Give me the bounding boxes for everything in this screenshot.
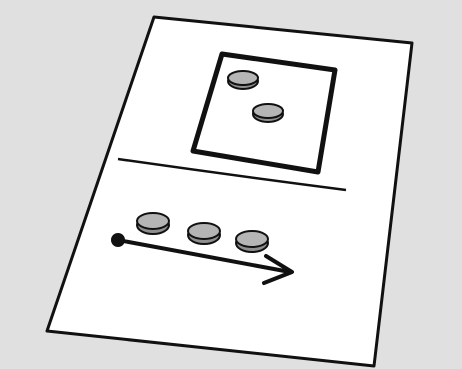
line-token-3 xyxy=(236,231,268,252)
line-token-2 xyxy=(188,223,220,244)
frame-token-1 xyxy=(228,71,258,89)
line-token-1 xyxy=(137,213,169,234)
frame-token-2 xyxy=(253,104,283,122)
